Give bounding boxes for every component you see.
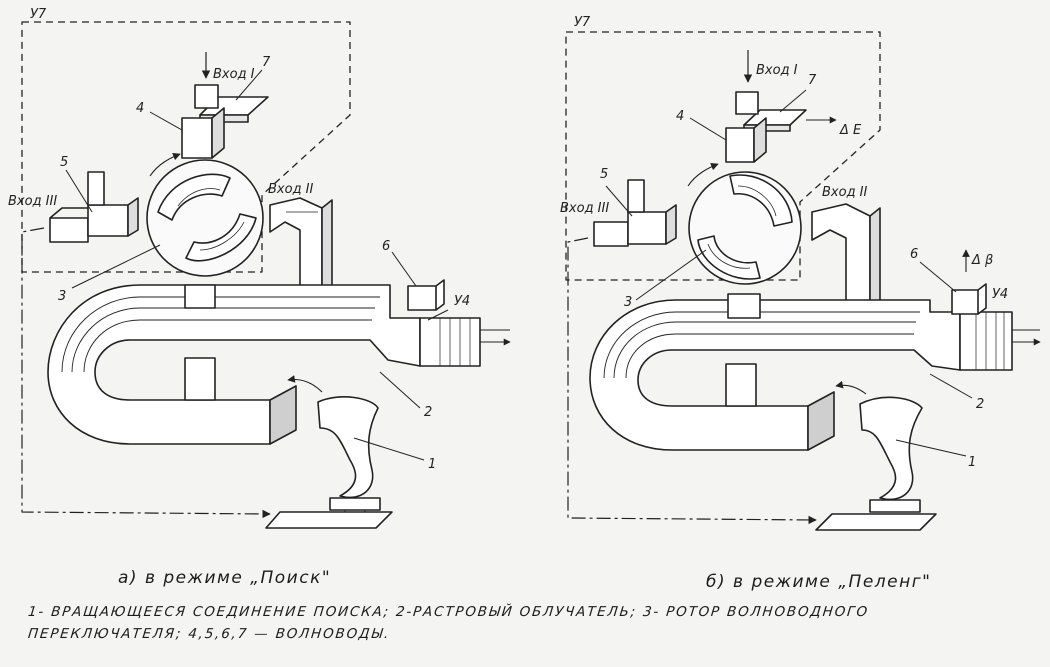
legend-line-1: 1- ВРАЩАЮЩЕЕСЯ СОЕДИНЕНИЕ ПОИСКА; 2-РАСТ… [27, 604, 870, 620]
label-input-2-b: Вход II [822, 185, 868, 200]
waveguide-input-2-b [811, 203, 881, 321]
leader-u4 [427, 309, 449, 321]
label-input-2: Вход II [268, 182, 314, 197]
num-2: 2 [424, 405, 432, 420]
waveguide-5-b [593, 179, 677, 247]
num-4-b: 4 [676, 109, 684, 124]
waveguide-4-b [725, 117, 767, 163]
num-5: 5 [60, 155, 68, 170]
feedback-line-b [567, 237, 817, 525]
panel-a [21, 21, 510, 529]
leader-1 [353, 437, 425, 461]
label-delta-b: Δ β [971, 253, 993, 268]
waveguide-4 [181, 107, 225, 159]
rotary-joint-1-b [815, 380, 937, 531]
legend-line-2: ПЕРЕКЛЮЧАТЕЛЯ; 4,5,6,7 — ВОЛНОВОДЫ. [27, 626, 392, 642]
leader-7-b [779, 89, 807, 113]
num-3-b: 3 [624, 295, 632, 310]
rotor-3-b [687, 162, 802, 285]
leader-2-b [929, 373, 973, 399]
num-1: 1 [428, 457, 436, 472]
leader-3-b [635, 249, 707, 301]
leader-6-b [919, 261, 957, 293]
leader-4-b [689, 117, 727, 141]
num-5-b: 5 [600, 167, 608, 182]
waveguide-6-b [951, 283, 987, 315]
waveguide-5 [49, 171, 139, 243]
leader-6 [391, 251, 417, 287]
leader-4 [149, 111, 183, 131]
num-7: 7 [262, 55, 271, 70]
caption-a: а) в режиме „Поиск" [118, 568, 332, 588]
label-input-3: Вход III [8, 194, 57, 209]
num-6: 6 [382, 239, 390, 254]
waveguide-7-b [735, 91, 837, 132]
leader-1-b [895, 439, 967, 457]
rotor-stub [184, 284, 216, 309]
label-u7: У7 [30, 7, 47, 22]
label-input-1-b: Вход I [756, 63, 798, 78]
label-u7-b: У7 [574, 15, 591, 30]
panel-b-labels: У7 Вход I Вход II Вход III У4 Δ Е Δ β 1 … [560, 15, 1008, 470]
block-u7-outline-b [565, 31, 881, 281]
feed-stub [184, 357, 216, 401]
leader-5-b [605, 185, 633, 217]
rotor-stub-b [727, 293, 761, 319]
feed-stub-b [725, 363, 757, 407]
num-1-b: 1 [968, 455, 976, 470]
feed-2-b [589, 299, 1040, 451]
num-2-b: 2 [976, 397, 984, 412]
label-input-1: Вход I [213, 67, 255, 82]
panel-a-labels: У7 Вход I Вход II Вход III У4 1 2 3 4 5 … [8, 7, 470, 472]
num-3: 3 [58, 289, 66, 304]
leader-3 [71, 244, 161, 289]
leader-5 [65, 169, 93, 213]
num-4: 4 [136, 101, 144, 116]
rotor-3 [146, 152, 264, 277]
label-delta-e: Δ Е [839, 123, 862, 138]
caption-b: б) в режиме „Пеленг" [706, 572, 932, 592]
waveguide-6 [407, 279, 445, 311]
label-u4-b: У4 [992, 287, 1008, 302]
label-input-3-b: Вход III [560, 201, 609, 216]
num-6-b: 6 [910, 247, 918, 262]
leader-2 [379, 371, 421, 409]
num-7-b: 7 [808, 73, 817, 88]
waveguide-7 [194, 84, 269, 123]
feedback-line [21, 227, 271, 519]
leader-7 [235, 69, 263, 101]
rotary-joint-1 [265, 375, 393, 529]
panel-b [565, 31, 1040, 531]
feed-2 [47, 284, 510, 445]
label-u4: У4 [454, 294, 470, 309]
